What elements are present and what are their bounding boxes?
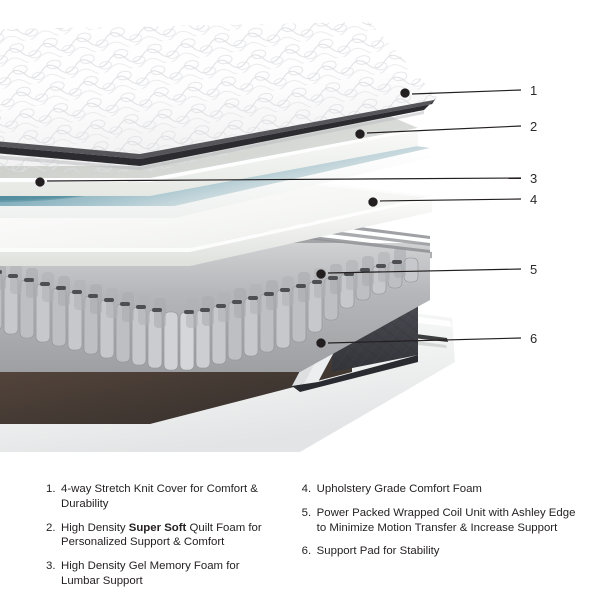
coil-row-front xyxy=(0,210,430,371)
leader-line-1 xyxy=(411,89,522,95)
leader-line-4 xyxy=(379,198,522,202)
callout-number-4: 4 xyxy=(530,192,538,207)
legend-item-2-text: High Density Super Soft Quilt Foam for P… xyxy=(61,521,270,551)
legend-item-1-number: 1. xyxy=(46,483,56,495)
legend-item-6: 6. Support Pad for Stability xyxy=(302,544,586,559)
callout-number-3: 3 xyxy=(530,171,538,186)
callout-number-5: 5 xyxy=(530,262,538,277)
leader-dot-4 xyxy=(368,197,378,207)
legend-item-5-number: 5. xyxy=(301,506,312,519)
legend-item-2-text-bold: Super Soft xyxy=(128,521,187,534)
legend-item-4: 4. Upholstery Grade Comfort Foam xyxy=(302,482,586,497)
legend-item-4-text-pre: Upholstery Grade Comfort Foam xyxy=(316,483,482,495)
legend-item-4-text: Upholstery Grade Comfort Foam xyxy=(317,482,586,497)
legend-item-5-text: Power Packed Wrapped Coil Unit with Ashl… xyxy=(317,506,586,536)
leader-line-5 xyxy=(327,268,522,274)
legend-column-right: 4. Upholstery Grade Comfort Foam 5. Powe… xyxy=(270,482,586,600)
legend-item-4-number: 4. xyxy=(301,483,312,495)
wrapped-coil-unit-layer xyxy=(0,210,432,372)
comfort-foam-layer xyxy=(0,172,432,266)
legend-item-2: 2. High Density Super Soft Quilt Foam fo… xyxy=(46,521,270,551)
legend-item-1: 1. 4-way Stretch Knit Cover for Comfort … xyxy=(46,482,270,512)
leader-dot-3 xyxy=(35,177,45,187)
callout-leaders xyxy=(35,88,522,348)
mattress-diagram: 1 2 3 4 5 6 xyxy=(0,22,538,452)
legend-item-6-number: 6. xyxy=(301,545,312,558)
callout-number-6: 6 xyxy=(530,331,538,346)
leader-line-6 xyxy=(327,337,522,344)
leader-dot-1 xyxy=(400,88,410,98)
legend-item-6-text-pre: Support Pad for Stability xyxy=(316,545,440,558)
legend-item-5: 5. Power Packed Wrapped Coil Unit with A… xyxy=(302,506,586,536)
leader-line-3 xyxy=(46,177,522,182)
mattress-cutaway-illustration xyxy=(0,22,522,452)
legend-item-3-number: 3. xyxy=(46,560,56,573)
legend-item-6-text: Support Pad for Stability xyxy=(317,544,586,559)
legend-item-2-text-post: Quilt Foam for Personalized Support & Co… xyxy=(61,521,262,549)
leader-line-2 xyxy=(366,125,522,134)
legend-item-3-text: High Density Gel Memory Foam for Lumbar … xyxy=(61,559,270,589)
leader-dot-2 xyxy=(355,129,365,139)
legend: 1. 4-way Stretch Knit Cover for Comfort … xyxy=(0,470,600,600)
legend-item-1-text: 4-way Stretch Knit Cover for Comfort & D… xyxy=(61,482,270,512)
legend-item-5-text-pre: Power Packed Wrapped Coil Unit with Ashl… xyxy=(316,506,576,534)
legend-item-2-text-pre: High Density xyxy=(61,521,129,534)
legend-column-left: 1. 4-way Stretch Knit Cover for Comfort … xyxy=(14,482,270,600)
legend-item-3-text-pre: High Density Gel Memory Foam for Lumbar … xyxy=(61,560,240,588)
callout-number-2: 2 xyxy=(530,119,538,134)
legend-item-2-number: 2. xyxy=(46,521,56,534)
leader-dot-5 xyxy=(316,269,326,279)
leader-dot-6 xyxy=(316,338,326,348)
callout-number-1: 1 xyxy=(530,83,538,98)
legend-item-3: 3. High Density Gel Memory Foam for Lumb… xyxy=(46,559,270,589)
legend-item-1-text-pre: 4-way Stretch Knit Cover for Comfort & D… xyxy=(61,483,258,510)
